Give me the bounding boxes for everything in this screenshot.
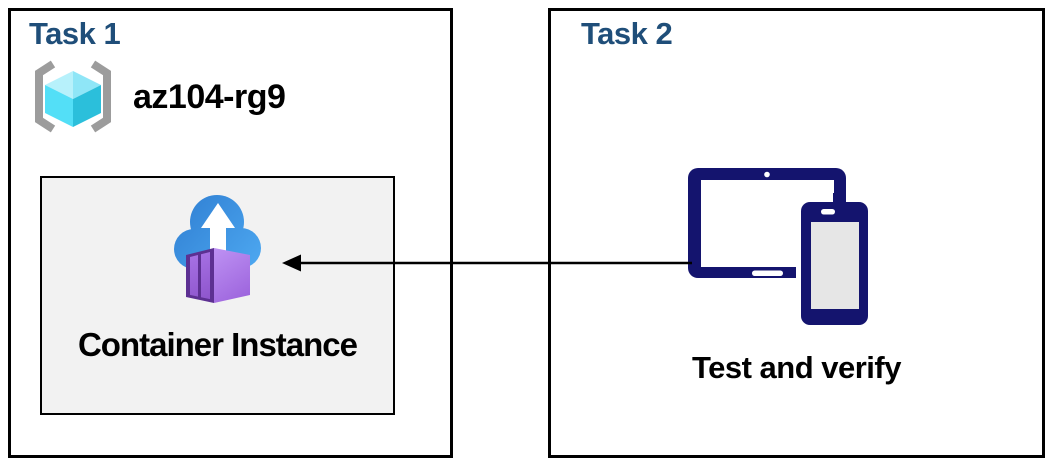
task2-box: Task 2 Test and verify [548,8,1045,458]
task1-title: Task 1 [29,16,121,51]
test-and-verify-caption: Test and verify [691,350,902,385]
container-instance-icon [173,195,261,303]
tablet-and-phone-icon [688,168,871,328]
resource-group-row: az104-rg9 [29,59,286,135]
container-instance-box: Container Instance [40,176,395,415]
resource-group-name: az104-rg9 [133,77,286,116]
task2-title: Task 2 [581,16,673,51]
connector-arrow-icon [282,254,692,272]
resource-group-icon [35,60,111,133]
task1-box: Task 1 az104-rg9 [8,8,453,458]
container-instance-label: Container Instance [77,326,358,363]
